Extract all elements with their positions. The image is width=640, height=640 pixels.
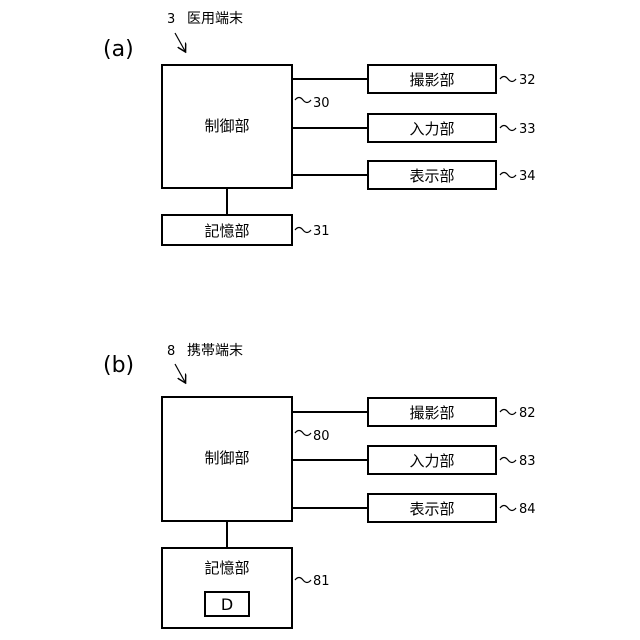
camera-unit-a-label: 撮影部	[409, 71, 454, 89]
storage-unit-b-ref: 81	[313, 574, 330, 589]
input-unit-b-ref: 83	[519, 454, 536, 469]
input-unit-a-leader	[500, 126, 516, 131]
input-unit-b-leader	[500, 458, 516, 463]
figure-b: (b) 8 携帯端末 制御部 80 撮影部 82 入力部 83 表示部 84 記…	[103, 343, 536, 628]
control-unit-b-ref: 80	[313, 429, 330, 444]
display-unit-a-leader	[500, 173, 516, 178]
storage-unit-a-label: 記憶部	[204, 222, 249, 240]
input-unit-b-label: 入力部	[409, 452, 454, 470]
display-unit-a-label: 表示部	[409, 167, 454, 185]
storage-unit-b-label: 記憶部	[204, 559, 249, 577]
display-unit-b-leader	[500, 506, 516, 511]
display-unit-a-ref: 34	[519, 169, 536, 184]
camera-unit-a-ref: 32	[519, 73, 536, 88]
device-a-name: 医用端末	[187, 11, 243, 27]
camera-unit-a-leader	[500, 77, 516, 82]
camera-unit-b-leader	[500, 410, 516, 415]
input-unit-a-ref: 33	[519, 122, 536, 137]
figure-a-label: (a)	[103, 37, 134, 62]
control-unit-a-ref: 30	[313, 96, 330, 111]
control-unit-b-label: 制御部	[204, 449, 249, 467]
storage-unit-a-leader	[295, 228, 311, 233]
control-unit-b-leader	[295, 431, 311, 436]
camera-unit-b-label: 撮影部	[409, 404, 454, 422]
data-box-b-label: D	[221, 595, 233, 614]
device-a-ref: 3	[167, 12, 175, 27]
storage-unit-a-ref: 31	[313, 224, 330, 239]
figure-a: (a) 3 医用端末 制御部 30 撮影部 32 入力部 33 表示部 34 記…	[103, 11, 536, 245]
display-unit-b-ref: 84	[519, 502, 536, 517]
figure-b-label: (b)	[103, 353, 134, 378]
camera-unit-b-ref: 82	[519, 406, 536, 421]
input-unit-a-label: 入力部	[409, 120, 454, 138]
display-unit-b-label: 表示部	[409, 500, 454, 518]
device-b-pointer-arrow	[175, 364, 185, 382]
storage-unit-b-leader	[295, 578, 311, 583]
device-b-ref: 8	[167, 344, 175, 359]
control-unit-a-label: 制御部	[204, 117, 249, 135]
device-b-name: 携帯端末	[187, 343, 243, 359]
control-unit-a-leader	[295, 98, 311, 103]
device-a-pointer-arrow	[175, 33, 185, 51]
